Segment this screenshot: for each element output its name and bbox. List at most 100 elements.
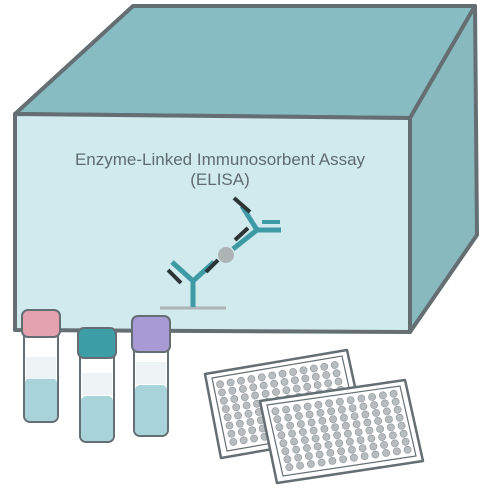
plate-well <box>331 423 339 432</box>
plate-well <box>296 420 305 428</box>
plate-well <box>225 421 234 430</box>
vial-pink <box>21 309 61 423</box>
plate-well <box>320 424 329 433</box>
plate-well <box>237 428 246 436</box>
plate-well <box>358 444 367 452</box>
plate-well <box>314 400 323 409</box>
plate-well <box>216 380 224 389</box>
plate-well <box>280 378 289 386</box>
plate-well <box>374 417 382 425</box>
plate-well <box>248 426 257 435</box>
plate-well <box>272 388 280 396</box>
plate-well <box>380 399 389 408</box>
plate-well <box>397 421 406 430</box>
plate-well <box>392 447 401 456</box>
plate-well <box>401 437 410 446</box>
plate-well <box>371 450 380 459</box>
plate-well <box>391 397 400 406</box>
plate-well <box>268 371 277 380</box>
plate-well <box>337 447 345 456</box>
plate-well <box>395 413 404 422</box>
plate-well <box>304 452 313 460</box>
plate-well <box>218 388 226 397</box>
plate-well <box>302 444 311 452</box>
plate-well <box>335 439 343 448</box>
plate-well <box>303 402 312 411</box>
plate-well <box>301 374 310 383</box>
plate-well <box>282 405 290 414</box>
plate-well <box>286 421 294 430</box>
plate-well <box>376 425 384 433</box>
plate-well <box>223 413 232 422</box>
plate-well <box>324 440 333 449</box>
plate-well <box>332 369 341 378</box>
plate-well <box>237 376 245 385</box>
plate-well <box>259 381 268 390</box>
detection-antibody <box>231 196 281 251</box>
plate-well <box>339 413 348 422</box>
plate-well <box>322 432 331 441</box>
plate-well <box>328 456 337 465</box>
plate-well <box>278 369 287 378</box>
plate-well <box>378 433 386 441</box>
plate-well <box>290 376 299 385</box>
plate-well <box>359 402 368 411</box>
plate-well <box>249 383 258 392</box>
capture-antibody <box>166 258 220 307</box>
plate-well <box>313 442 322 451</box>
plate-well <box>335 397 344 406</box>
plate-well <box>382 449 390 457</box>
plate-well <box>380 441 388 449</box>
plate-well <box>294 453 302 462</box>
plate-well <box>329 415 337 424</box>
plate-well <box>305 410 314 419</box>
plate-well <box>307 418 316 427</box>
plate-well <box>350 412 359 420</box>
plate-well <box>221 405 230 413</box>
vial-teal-cap <box>77 327 117 359</box>
kit-box <box>13 4 479 334</box>
plate-well <box>292 384 301 393</box>
plate-well <box>343 429 352 438</box>
plate-well <box>388 431 397 440</box>
plate-well <box>356 436 365 444</box>
plate-well <box>330 361 339 369</box>
plate-well <box>326 448 335 457</box>
plate-well <box>247 375 256 383</box>
plate-well <box>309 364 318 373</box>
plate-well <box>234 411 242 420</box>
plate-well <box>316 408 325 417</box>
vial-purple <box>131 315 171 437</box>
plate-well <box>399 429 408 438</box>
plate-well <box>299 366 308 375</box>
plate-well <box>246 418 255 426</box>
plate-well <box>339 455 347 464</box>
plate-well <box>311 372 320 381</box>
plate-well <box>284 413 292 422</box>
plate-well <box>275 423 284 432</box>
plate-well <box>226 378 235 387</box>
plate-well <box>303 382 312 391</box>
plate-well <box>386 423 395 432</box>
plate-well <box>270 379 278 388</box>
plate-well <box>357 394 366 403</box>
plate-well <box>354 428 363 436</box>
plate-well <box>292 404 301 412</box>
vial-purple-cap <box>131 315 171 353</box>
plate-well <box>281 447 290 456</box>
plate-well <box>352 420 361 428</box>
plate-well <box>273 415 282 424</box>
plate-well <box>309 426 318 435</box>
vial-pink-cap <box>21 309 61 338</box>
plate-well <box>288 429 296 438</box>
plate-well <box>311 434 320 443</box>
plate-well <box>325 399 333 408</box>
plate-well <box>294 412 303 420</box>
plate-well <box>390 439 399 448</box>
plate-well <box>348 404 357 412</box>
plate-well <box>227 429 236 438</box>
plate-well <box>290 437 298 446</box>
plate-well <box>277 431 286 440</box>
plate-well <box>361 410 370 419</box>
